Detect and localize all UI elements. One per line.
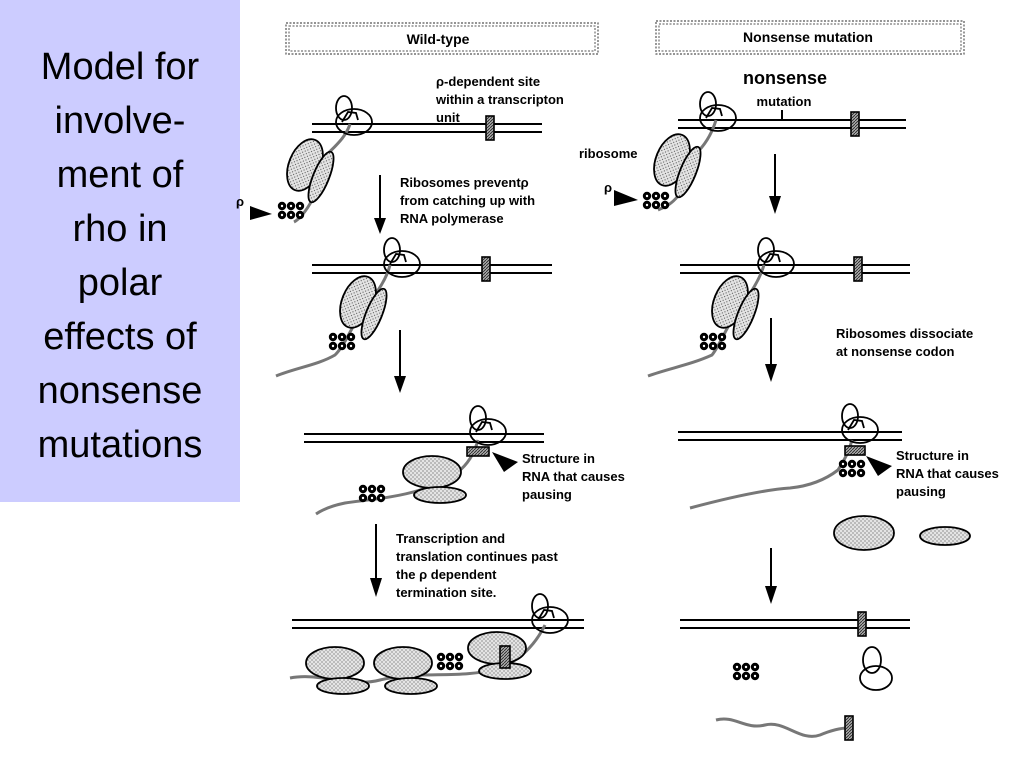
ribosome-label: ribosome <box>579 146 638 161</box>
ns-arrow-3 <box>765 548 777 604</box>
nonsense-big-label: nonsense <box>743 68 827 88</box>
dissociate-label-1: Ribosomes dissociate <box>836 326 973 341</box>
continues-label-3: the ρ dependent <box>396 567 497 582</box>
wt-arrow-3: Transcription and translation continues … <box>370 524 558 600</box>
rho-site-label-1: ρ-dependent site <box>436 74 540 89</box>
prevent-label-2: from catching up with <box>400 193 535 208</box>
wild-type-header: Wild-type <box>285 22 599 55</box>
ns-arrow-2: Ribosomes dissociate at nonsense codon <box>765 318 973 382</box>
rna-polymerase <box>335 95 373 136</box>
nonsense-header: Nonsense mutation <box>655 20 965 55</box>
rho-symbol: ρ <box>236 194 244 209</box>
structure-nonsense-label-2: RNA that causes <box>896 466 999 481</box>
wild-type-label: Wild-type <box>407 31 470 47</box>
rho-arrow <box>250 206 272 220</box>
ns-step-3: Structure in RNA that causes pausing <box>678 403 999 551</box>
mutation-label: mutation <box>757 94 812 109</box>
wt-step-4 <box>289 593 584 695</box>
ns-step-2 <box>647 237 910 378</box>
continues-label-1: Transcription and <box>396 531 505 546</box>
wt-step-2 <box>275 237 552 378</box>
prevent-label-3: RNA polymerase <box>400 211 504 226</box>
rho-symbol-nonsense: ρ <box>604 180 612 195</box>
ns-arrow-1 <box>769 154 781 214</box>
prevent-label-1: Ribosomes preventρ <box>400 175 529 190</box>
structure-label-3: pausing <box>522 487 572 502</box>
slide-title: Model for involve- ment of rho in polar … <box>37 46 203 466</box>
structure-label-2: RNA that causes <box>522 469 625 484</box>
structure-label-1: Structure in <box>522 451 595 466</box>
released-ribosome-large <box>833 515 895 551</box>
structure-nonsense-label-3: pausing <box>896 484 946 499</box>
released-rna <box>715 717 849 738</box>
released-polymerase <box>859 646 893 691</box>
rho-hexamer <box>277 201 305 220</box>
rho-site-label-3: unit <box>436 110 460 125</box>
ns-step-1: nonsense mutation ρ ribosome <box>579 68 906 212</box>
nonsense-mutation-label: Nonsense mutation <box>743 29 873 45</box>
wt-step-1: ρ ρ-dependent site within a transcripton… <box>236 74 564 224</box>
title-panel: Model for involve- ment of rho in polar … <box>0 0 240 502</box>
ribosome-flat <box>402 455 467 504</box>
wt-arrow-2 <box>394 330 406 393</box>
continues-label-2: translation continues past <box>396 549 558 564</box>
structure-nonsense-label-1: Structure in <box>896 448 969 463</box>
released-ribosome-small <box>919 526 971 546</box>
wt-step-3: Structure in RNA that causes pausing <box>304 405 625 516</box>
ns-step-4 <box>680 611 910 741</box>
ribosome-pair <box>279 133 340 206</box>
rho-site-label-2: within a transcripton <box>435 92 564 107</box>
wt-arrow-1: Ribosomes preventρ from catching up with… <box>374 175 535 234</box>
pause-structure <box>466 446 490 457</box>
continues-label-4: termination site. <box>396 585 496 600</box>
dissociate-label-2: at nonsense codon <box>836 344 955 359</box>
rho-dependent-site-marker <box>485 115 495 141</box>
